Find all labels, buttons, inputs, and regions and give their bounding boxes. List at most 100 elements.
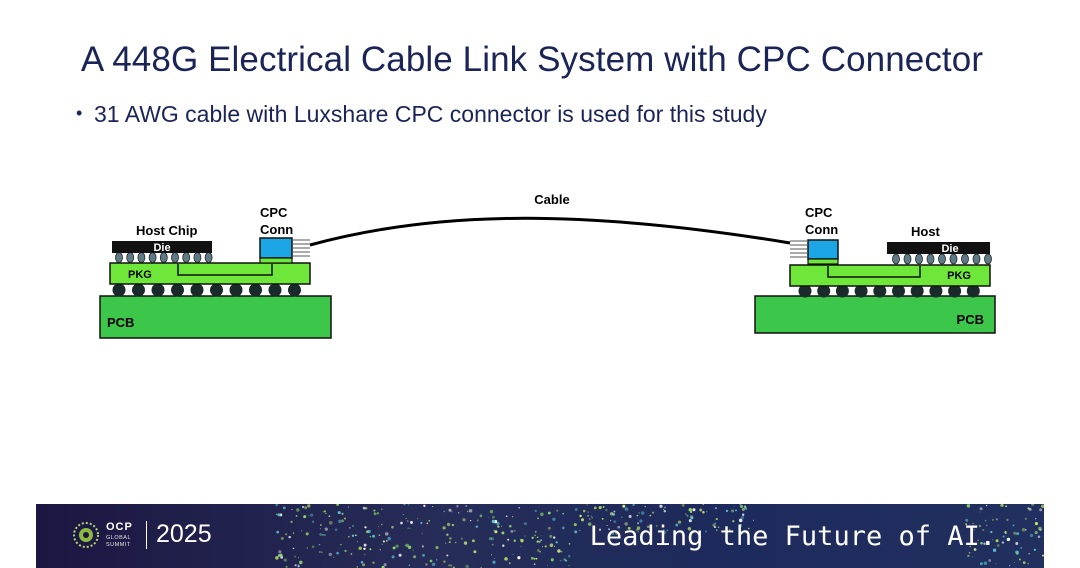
- sparkle-dot: [742, 513, 745, 516]
- sparkle-dot: [450, 564, 453, 567]
- sparkle-dot: [1034, 522, 1038, 526]
- micro-bump: [137, 252, 146, 263]
- sparkle-dot: [517, 556, 521, 560]
- sparkle-dot: [978, 524, 981, 528]
- sparkle-dot: [475, 525, 478, 528]
- sparkle-dot: [580, 518, 585, 522]
- sparkle-dot: [341, 519, 345, 523]
- left-conn-label-2: Conn: [260, 222, 293, 237]
- sparkle-dot: [310, 513, 314, 517]
- sparkle-dot: [615, 532, 618, 535]
- sparkle-dot: [579, 530, 581, 532]
- sparkle-dot: [510, 529, 514, 533]
- sparkle-dot: [969, 545, 972, 548]
- sparkle-dot: [673, 529, 676, 532]
- sparkle-dot: [706, 511, 708, 513]
- sparkle-dot: [624, 522, 628, 526]
- sparkle-dot: [1028, 552, 1031, 555]
- sparkle-dot: [435, 546, 439, 550]
- sparkle-dot: [622, 504, 626, 508]
- micro-bump: [115, 252, 123, 263]
- sparkle-dot: [409, 527, 411, 529]
- sparkle-dot: [536, 548, 540, 552]
- sparkle-dot: [967, 554, 970, 558]
- footer-year: 2025: [156, 520, 212, 548]
- sparkle-dot: [591, 517, 593, 519]
- sparkle-dot: [705, 530, 707, 533]
- sparkle-dot: [372, 534, 376, 538]
- sparkle-dot: [588, 518, 591, 520]
- sparkle-dot: [979, 562, 983, 566]
- sparkle-dot: [995, 539, 999, 543]
- sparkle-dot: [1034, 517, 1037, 520]
- sparkle-dot: [699, 508, 703, 512]
- sparkle-dot: [547, 526, 551, 530]
- sparkle-dot: [659, 504, 663, 508]
- sparkle-dot: [412, 549, 414, 551]
- footer-divider: [146, 521, 147, 549]
- sparkle-dot: [557, 549, 561, 553]
- sparkle-dot: [715, 529, 718, 531]
- sparkle-dot: [340, 543, 342, 546]
- sparkle-dot: [406, 520, 409, 522]
- sparkle-dot: [490, 537, 494, 541]
- sparkle-dot: [364, 553, 366, 556]
- right-assembly: PCB PKG Die Host CPC Conn: [754, 205, 996, 334]
- sparkle-dot: [379, 549, 381, 551]
- left-chip-label: Host Chip: [136, 223, 197, 238]
- sparkle-dot: [496, 521, 500, 526]
- bga-ball: [892, 284, 905, 298]
- sparkle-dot: [512, 554, 514, 556]
- sparkle-dot: [984, 519, 987, 522]
- sparkle-dot: [292, 547, 295, 550]
- sparkle-dot: [1016, 552, 1019, 555]
- sparkle-dot: [349, 526, 351, 529]
- sparkle-dot: [685, 513, 687, 515]
- sparkle-dot: [1016, 532, 1020, 536]
- sparkle-dot: [497, 525, 500, 528]
- sparkle-dot: [748, 527, 750, 530]
- sparkle-dot: [966, 504, 971, 508]
- sparkle-dot: [288, 535, 291, 539]
- sparkle-dot: [573, 523, 577, 527]
- sparkle-dot: [489, 509, 494, 514]
- micro-bump: [204, 252, 213, 263]
- sparkle-dot: [539, 550, 541, 553]
- sparkle-dot: [1040, 528, 1043, 531]
- sparkle-dot: [714, 526, 716, 529]
- sparkle-dot: [533, 563, 536, 565]
- micro-bump: [915, 253, 923, 265]
- sparkle-dot: [382, 540, 385, 543]
- sparkle-dot: [429, 559, 433, 563]
- sparkle-dot: [538, 540, 541, 543]
- sparkle-dot: [555, 541, 558, 544]
- sparkle-dot: [285, 533, 288, 536]
- sparkle-dot: [567, 554, 571, 558]
- sparkle-dot: [356, 541, 358, 543]
- sparkle-dot: [590, 515, 593, 517]
- sparkle-dot: [637, 531, 639, 533]
- sparkle-dot: [518, 507, 520, 509]
- sparkle-dot: [733, 506, 735, 508]
- sparkle-dot: [479, 514, 483, 518]
- sparkle-dot: [535, 557, 538, 560]
- sparkle-dot: [362, 506, 366, 510]
- right-pkg-trace: [827, 266, 921, 278]
- sparkle-dot: [666, 529, 669, 532]
- sparkle-dot: [420, 521, 423, 525]
- sparkle-dot: [1020, 547, 1023, 549]
- bullet-dot: •: [76, 103, 83, 123]
- sparkle-dot: [534, 509, 537, 513]
- sparkle-dot: [448, 541, 451, 544]
- sparkle-dot: [1021, 528, 1026, 532]
- sparkle-dot: [637, 522, 640, 525]
- sparkle-dot: [381, 523, 383, 526]
- sparkle-dot: [1024, 517, 1028, 520]
- bga-ball: [817, 284, 831, 298]
- sparkle-dot: [1039, 528, 1042, 531]
- sparkle-dot: [980, 541, 983, 545]
- left-pkg-trace: [177, 264, 273, 276]
- sparkle-dot: [549, 543, 554, 547]
- micro-bump: [148, 252, 157, 263]
